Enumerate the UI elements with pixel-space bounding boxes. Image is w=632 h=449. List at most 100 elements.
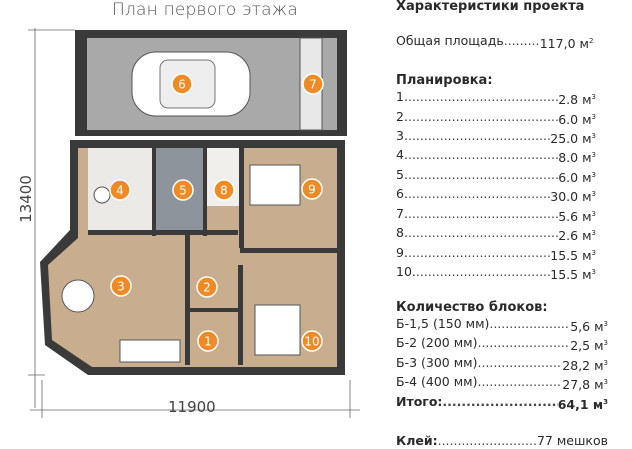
sup: 3 (591, 170, 596, 179)
room-number: 3 (117, 280, 125, 294)
blocks-total: Итого: 64,1 м3 (396, 394, 608, 413)
room-number: 4 (116, 184, 124, 198)
row-label: 7. (396, 205, 408, 221)
row-label: 1. (396, 89, 408, 105)
row-value: 8.0 м (558, 150, 592, 166)
spec-row: 4.8.0 м3 (396, 147, 596, 166)
sup: 3 (603, 378, 608, 387)
sup: 3 (591, 131, 596, 140)
specs-title: Характеристики проекта (396, 0, 585, 14)
sup: 3 (603, 397, 608, 406)
room-marker (196, 276, 218, 298)
row-value: 5.6 м (558, 208, 592, 224)
room-marker (301, 178, 323, 200)
dots (408, 89, 558, 108)
dots (408, 186, 550, 205)
glue-label: Клей: (396, 433, 438, 449)
dots (408, 128, 550, 147)
layout-title: Планировка: (396, 72, 493, 88)
room-marker (301, 330, 323, 352)
row-value: 15.5 м (550, 247, 592, 263)
dimension-width: 11900 (168, 398, 216, 416)
spec-row: Б-4 (400 мм) 27,8 м3 (396, 374, 608, 393)
row-value: 2,5 м (570, 338, 604, 354)
row-value: 6.0 м (558, 111, 592, 127)
row-value: 15.5 м (550, 267, 592, 283)
spec-row: 2. 6.0 м3 (396, 109, 596, 128)
dots (477, 374, 562, 393)
dots (408, 167, 558, 186)
room-number: 1 (204, 335, 212, 349)
room-marker (110, 275, 132, 297)
row-label: 3. (396, 127, 408, 143)
room-marker (302, 73, 324, 95)
glue: Клей: 77 мешков (396, 433, 608, 449)
floor-plan: 1 2 3 4 5 6 7 8 9 10 (28, 28, 360, 418)
spec-row: 5. 6.0 м3 (396, 167, 596, 186)
room-number: 10 (304, 335, 319, 349)
sup: 3 (603, 319, 608, 328)
dots (408, 109, 558, 128)
dimension-lines (28, 28, 360, 418)
row-label: 4. (396, 147, 408, 163)
total-area-value: 117,0 м (539, 36, 589, 52)
sup: 2 (588, 37, 594, 46)
dimension-height: 13400 (16, 175, 35, 223)
spec-row: 10. 15.5 м3 (396, 264, 596, 283)
room-number: 8 (220, 184, 228, 198)
dots (408, 147, 558, 166)
row-label: 5. (396, 166, 408, 182)
sup: 3 (591, 229, 596, 238)
total-area-label: Общая площадь (396, 33, 504, 49)
row-value: 27,8 м (562, 377, 604, 393)
dots (489, 316, 570, 335)
room-marker (171, 73, 193, 95)
interior-walls (88, 148, 337, 365)
spec-row: 1.2.8 м3 (396, 89, 596, 108)
row-label: Б-3 (300 мм) (396, 354, 478, 370)
row-value: 5,6 м (570, 319, 604, 335)
total-area: Общая площадь 117,0 м2 (396, 33, 632, 52)
spec-row: 8.2.6 м3 (396, 225, 596, 244)
room-number: 5 (179, 184, 187, 198)
row-label: 10. (396, 264, 416, 280)
dots (408, 245, 550, 264)
room-number: 9 (308, 183, 316, 197)
spec-row: 3.25.0 м3 (396, 128, 596, 147)
project-specs: Характеристики проекта Общая площадь 117,… (396, 0, 632, 449)
row-label: Б-2 (200 мм) (396, 335, 478, 351)
spec-row: 9.15.5 м3 (396, 245, 596, 264)
row-value: 6.0 м (558, 170, 592, 186)
room-number: 7 (309, 78, 317, 92)
row-label: Б-1,5 (150 мм) (396, 315, 490, 331)
sup: 3 (591, 268, 596, 277)
room-marker (213, 179, 235, 201)
room-number: 2 (203, 281, 211, 295)
row-value: 2.6 м (558, 228, 592, 244)
dots (408, 225, 558, 244)
spec-row: 7. 5.6 м3 (396, 206, 596, 225)
sup: 3 (591, 190, 596, 199)
spec-row: Б-1,5 (150 мм) 5,6 м3 (396, 316, 608, 335)
dots (477, 335, 570, 354)
room-marker (197, 330, 219, 352)
row-label: 6. (396, 186, 408, 202)
sup: 3 (603, 339, 608, 348)
sup: 3 (591, 112, 596, 121)
row-label: 9. (396, 244, 408, 260)
room-number: 6 (178, 78, 186, 92)
row-label: 2. (396, 108, 408, 124)
blocks-title: Количество блоков: (396, 299, 548, 315)
dots (416, 264, 550, 283)
sup: 3 (603, 358, 608, 367)
sup: 3 (591, 209, 596, 218)
total-label: Итого: (396, 393, 443, 409)
row-value: 30.0 м (550, 189, 592, 205)
row-label: Б-4 (400 мм) (396, 374, 478, 390)
row-value: 2.8 м (558, 92, 592, 108)
glue-value: 77 мешков (536, 433, 608, 449)
row-value: 28,2 м (562, 357, 604, 373)
total-value: 64,1 м (557, 396, 604, 412)
spec-row: 6. 30.0 м3 (396, 186, 596, 205)
plan-title: План первого этажа (112, 0, 299, 20)
